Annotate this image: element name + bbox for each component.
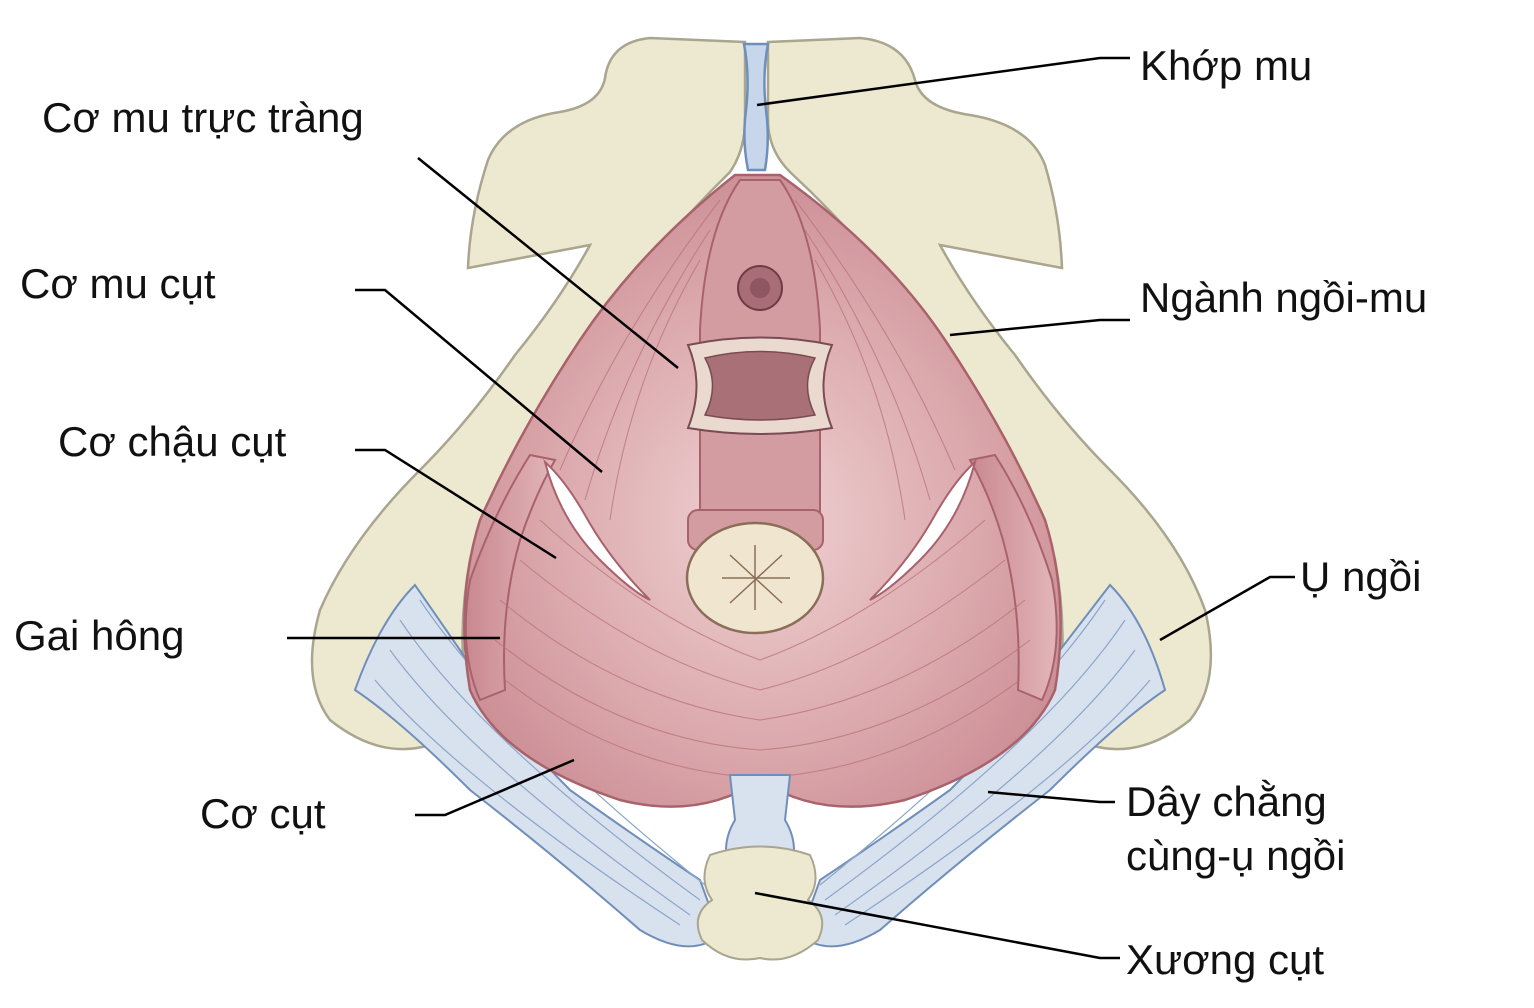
anus-folds bbox=[722, 545, 790, 610]
vagina-lumen bbox=[703, 350, 817, 421]
left-muscle-gap bbox=[543, 459, 651, 601]
label-sacrospinous-ligament-line1: Dây chằng bbox=[1126, 778, 1327, 825]
leader-ischial-tuberosity bbox=[1159, 575, 1295, 642]
pelvic-floor-muscles bbox=[463, 173, 1062, 808]
coccyx-segments bbox=[696, 845, 824, 961]
leader-coccyx bbox=[754, 891, 1120, 960]
label-coccygeus: Cơ cụt bbox=[200, 790, 326, 837]
muscle-fibers bbox=[494, 199, 1031, 779]
label-pubic-symphysis: Khớp mu bbox=[1140, 42, 1313, 89]
coccyx-bone bbox=[696, 774, 824, 961]
label-coccyx: Xương cụt bbox=[1126, 936, 1325, 983]
leader-iliococcygeus bbox=[355, 448, 557, 560]
label-ischiopubic-ramus: Ngành ngồi-mu bbox=[1140, 274, 1428, 321]
leader-pubococcygeus bbox=[355, 288, 603, 473]
label-iliococcygeus: Cơ chậu cụt bbox=[58, 418, 287, 465]
label-ischial-spine: Gai hông bbox=[14, 612, 185, 659]
pelvic-bone bbox=[310, 36, 1213, 751]
right-obturator-muscle bbox=[968, 453, 1058, 702]
pubic-symphysis-cartilage bbox=[742, 42, 770, 172]
leader-pubic-symphysis bbox=[756, 56, 1130, 107]
label-puborectalis: Cơ mu trực tràng bbox=[42, 94, 364, 141]
right-muscle-gap bbox=[869, 459, 977, 601]
label-pubococcygeus: Cơ mu cụt bbox=[20, 260, 216, 307]
left-ligament bbox=[353, 583, 722, 948]
label-sacrospinous-ligament-line2: cùng-ụ ngồi bbox=[1126, 832, 1346, 879]
leader-lines bbox=[287, 56, 1295, 960]
label-ischial-tuberosity: Ụ ngồi bbox=[1300, 553, 1422, 600]
leader-sacrospinous-ligament bbox=[987, 790, 1115, 804]
leader-coccygeus bbox=[415, 758, 575, 817]
leader-ischiopubic-ramus bbox=[949, 318, 1130, 337]
urethra-lumen bbox=[750, 278, 770, 298]
leader-puborectalis bbox=[417, 157, 679, 369]
